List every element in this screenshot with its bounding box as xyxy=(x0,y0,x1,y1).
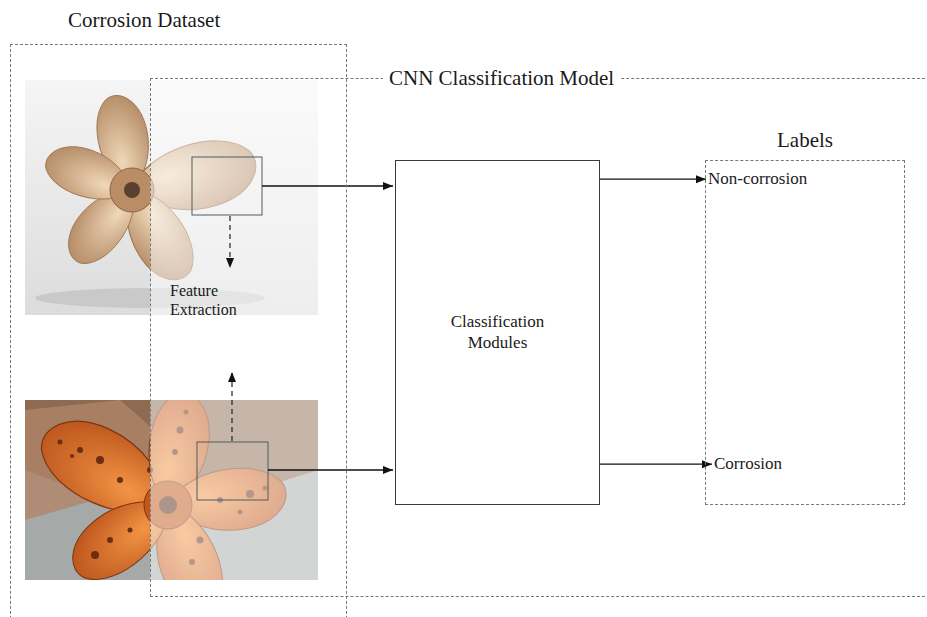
propeller-hub xyxy=(110,168,154,212)
class-label: Corrosion xyxy=(714,454,782,474)
feature-window xyxy=(192,157,262,215)
dashed-arrow xyxy=(229,216,230,268)
dataset-region: Corrosion Dataset xyxy=(10,44,347,617)
fade-overlay xyxy=(150,400,318,580)
region-title: Corrosion Dataset xyxy=(68,8,220,33)
corroded-propeller-photo xyxy=(25,400,318,580)
input-arrow xyxy=(268,469,393,470)
connector-arrow xyxy=(600,179,706,180)
annotation-label: Feature Extraction xyxy=(170,281,265,319)
connector-arrow xyxy=(600,464,712,465)
class-label-text: Non-corrosion xyxy=(708,169,807,189)
propeller-bore xyxy=(124,182,140,198)
fade-overlay xyxy=(150,80,318,315)
model-region: CNN Classification ModelClassification M… xyxy=(150,78,927,597)
photo-background xyxy=(25,400,318,580)
labels-box: LabelsNon-corrosionCorrosion xyxy=(705,160,905,505)
box-label: Classification Modules xyxy=(433,312,563,353)
class-label: Non-corrosion xyxy=(708,169,807,189)
input-arrow xyxy=(262,185,393,186)
region-title: CNN Classification Model xyxy=(383,66,620,91)
process-box: Classification Modules xyxy=(395,160,600,505)
class-label-text: Corrosion xyxy=(714,454,782,474)
group-title: Labels xyxy=(706,128,904,153)
dashed-arrow xyxy=(231,372,232,441)
bronze-propeller-photo xyxy=(25,80,318,315)
photo-background xyxy=(25,80,318,315)
feature-window xyxy=(197,442,268,500)
